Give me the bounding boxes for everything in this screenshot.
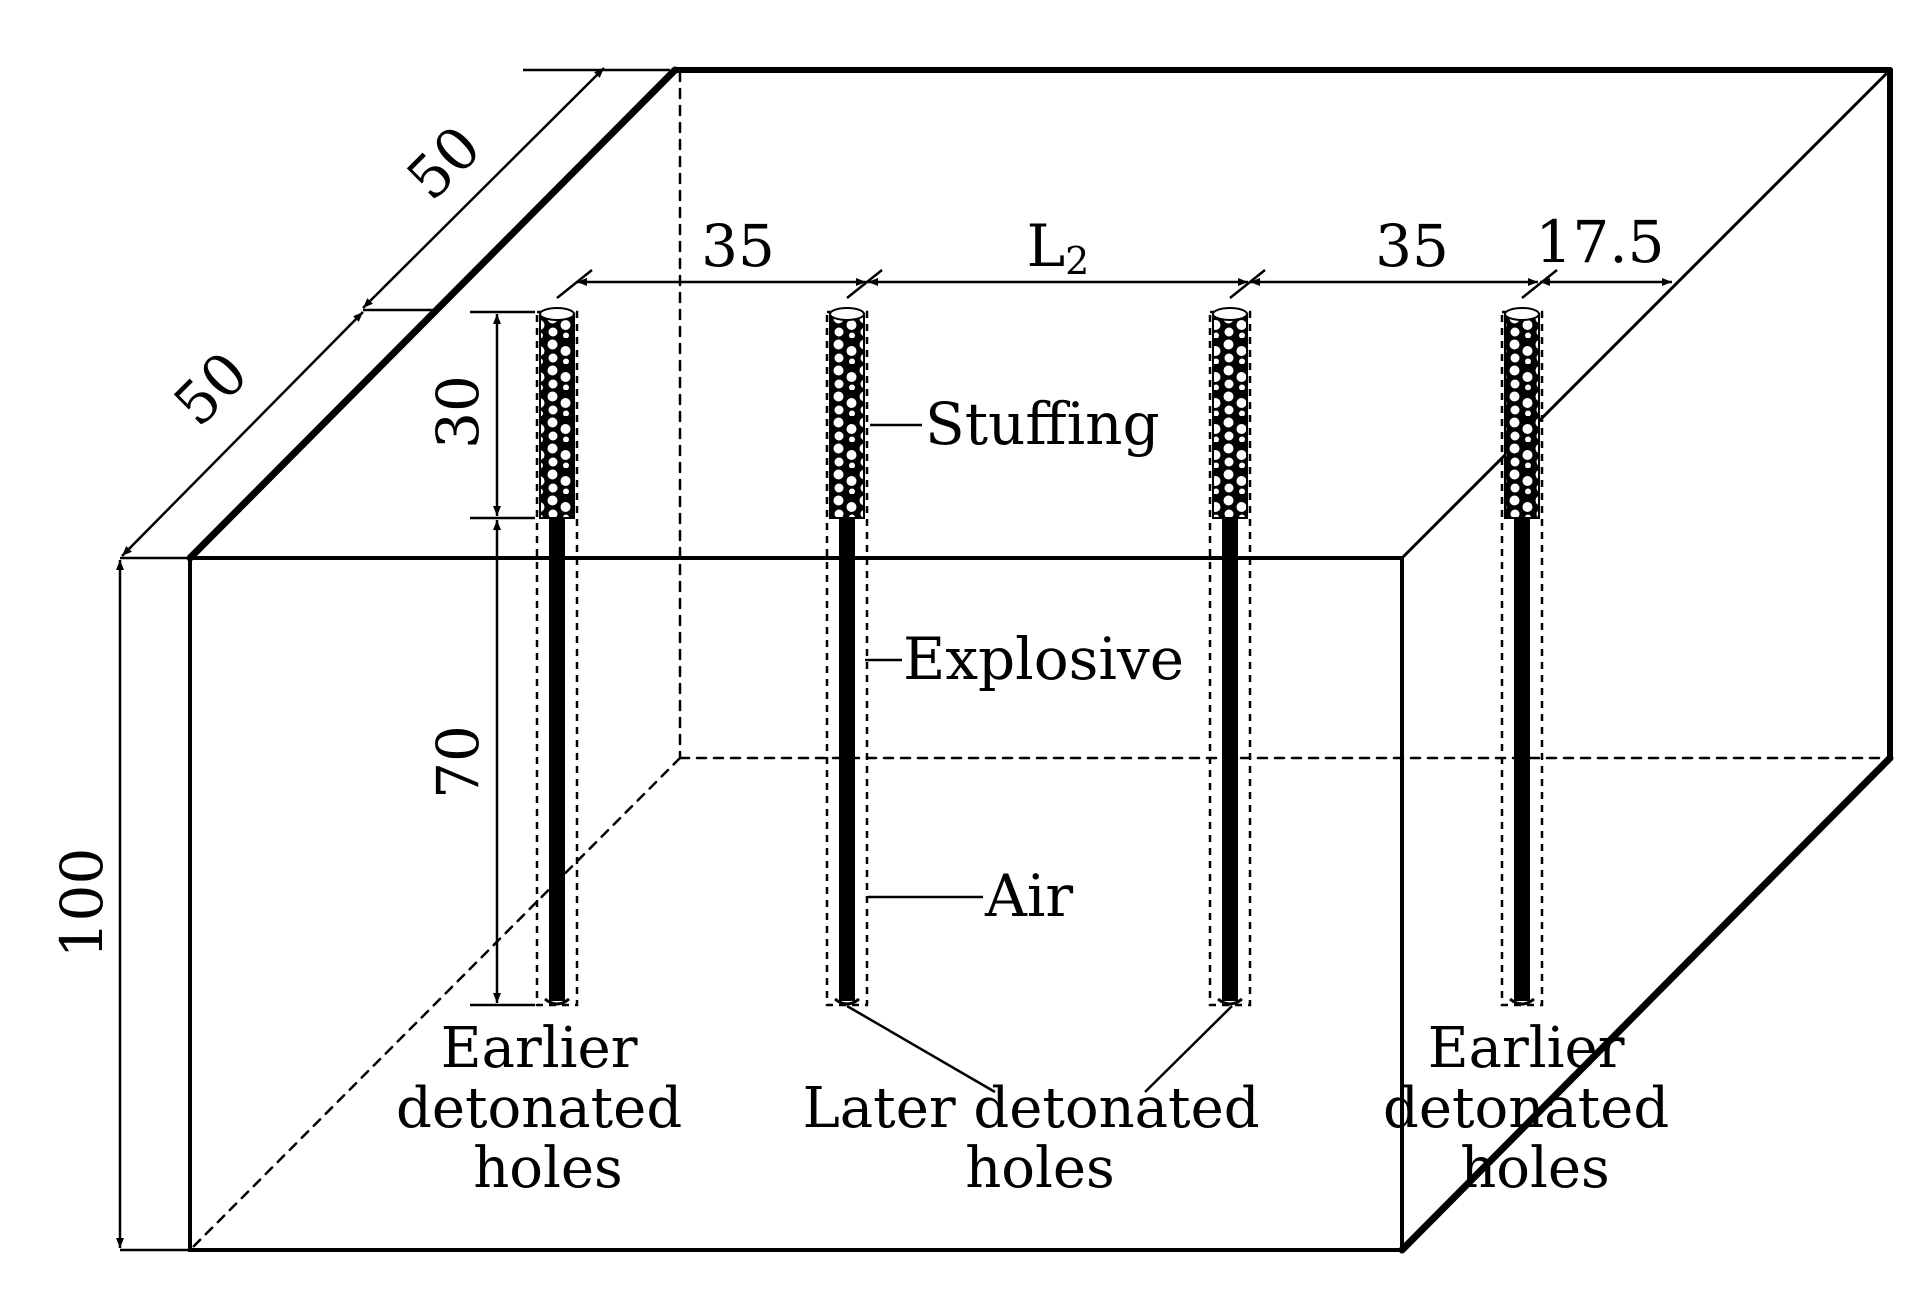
bottom-right-edge bbox=[1398, 754, 1894, 1254]
label-charge-length: 70 bbox=[424, 725, 492, 799]
explosive-charge bbox=[1514, 518, 1530, 1001]
stuffing-section bbox=[1212, 313, 1248, 519]
dimension-lines bbox=[116, 67, 1672, 1252]
explosive-charge bbox=[839, 518, 855, 1001]
hole-collar bbox=[1212, 307, 1248, 321]
hole-bottom bbox=[1509, 997, 1535, 1006]
hole-bottom bbox=[544, 997, 570, 1006]
label-height: 100 bbox=[48, 848, 116, 959]
captions: Earlier detonated holes Later detonated … bbox=[396, 1016, 1687, 1201]
caption-later: Later detonated holes bbox=[803, 1076, 1278, 1201]
hole-later-left bbox=[825, 307, 869, 1007]
stuffing-section bbox=[539, 313, 575, 519]
hole-collar bbox=[829, 307, 865, 321]
stuffing-section bbox=[1504, 313, 1540, 519]
label-spacing-middle-base: L bbox=[1027, 212, 1066, 280]
label-spacing-middle-sub: 2 bbox=[1065, 239, 1089, 283]
label-stemming-length: 30 bbox=[424, 375, 492, 449]
dimension-labels: 50 50 100 30 70 35 L2 35 17.5 bbox=[48, 113, 1665, 959]
hole-later-right bbox=[1208, 307, 1252, 1007]
label-spacing-left: 35 bbox=[701, 212, 775, 280]
boreholes bbox=[535, 307, 1544, 1007]
label-spacing-right: 35 bbox=[1375, 212, 1449, 280]
explosive-charge bbox=[1222, 518, 1238, 1001]
hole-bottom bbox=[834, 997, 860, 1006]
hole-collar bbox=[539, 307, 575, 321]
label-depth-lower: 50 bbox=[161, 339, 261, 439]
front-face bbox=[188, 556, 1404, 1252]
hidden-edges bbox=[188, 70, 1890, 1252]
label-stuffing: Stuffing bbox=[925, 390, 1160, 458]
hole-bottom bbox=[1217, 997, 1243, 1006]
hole-collar bbox=[1504, 307, 1540, 321]
explosive-charge bbox=[549, 518, 565, 1001]
label-air: Air bbox=[984, 862, 1073, 930]
hole-earlier-left bbox=[535, 307, 579, 1007]
top-right-edge bbox=[1400, 68, 1892, 560]
hole-earlier-right bbox=[1500, 307, 1544, 1007]
label-explosive: Explosive bbox=[903, 625, 1184, 693]
stuffing-section bbox=[829, 313, 865, 519]
label-spacing-middle: L2 bbox=[1027, 212, 1090, 283]
label-edge-right: 17.5 bbox=[1535, 208, 1664, 276]
leader-lines bbox=[846, 423, 1233, 1094]
caption-earlier-left: Earlier detonated holes bbox=[396, 1016, 700, 1201]
callout-labels: Stuffing Explosive Air bbox=[903, 390, 1184, 930]
label-depth-upper: 50 bbox=[394, 113, 494, 213]
caption-earlier-right: Earlier detonated holes bbox=[1383, 1016, 1687, 1201]
